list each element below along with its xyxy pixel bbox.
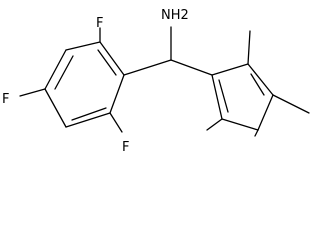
central-methine: NH2 xyxy=(123,8,213,76)
fluoro-substituents: F F F xyxy=(2,16,129,155)
right-ring-bond xyxy=(211,63,249,76)
c-ch3-bond xyxy=(254,129,259,137)
right-trimethylphenyl-ring xyxy=(211,63,274,131)
right-ring-bond xyxy=(247,63,274,96)
amine-label: NH2 xyxy=(161,8,189,23)
left-trifluorophenyl-ring xyxy=(44,41,125,128)
fluorine-atom-label: F xyxy=(2,92,9,107)
right-ring-bond xyxy=(221,118,259,131)
left-ring-bond xyxy=(65,112,111,128)
c-f-bond xyxy=(19,88,46,97)
c-ch3-bond xyxy=(247,30,251,65)
left-ring-bond xyxy=(99,41,125,76)
chemical-structure: F F F NH2 xyxy=(2,8,310,155)
left-ring-bond xyxy=(109,74,125,114)
methyl-substituents xyxy=(206,30,310,137)
fluorine-atom-label: F xyxy=(96,16,103,31)
left-ring-inner-double-bond xyxy=(71,107,107,121)
c-c-bond xyxy=(123,59,172,76)
left-ring-bond xyxy=(65,41,101,51)
left-ring-bond xyxy=(44,49,67,90)
right-ring-inner-double-bond xyxy=(218,79,229,113)
right-ring-inner-double-bond xyxy=(250,73,265,96)
left-ring-inner-double-bond xyxy=(54,55,74,90)
c-c-bond xyxy=(170,59,213,76)
c-f-bond xyxy=(109,112,123,133)
left-ring-inner-double-bond xyxy=(97,49,117,76)
left-ring-bond xyxy=(44,88,67,128)
c-ch3-bond xyxy=(272,94,310,114)
right-ring-bond xyxy=(211,74,223,120)
fluorine-atom-label: F xyxy=(122,140,129,155)
right-ring-bond xyxy=(257,94,274,131)
c-ch3-bond xyxy=(206,118,223,131)
